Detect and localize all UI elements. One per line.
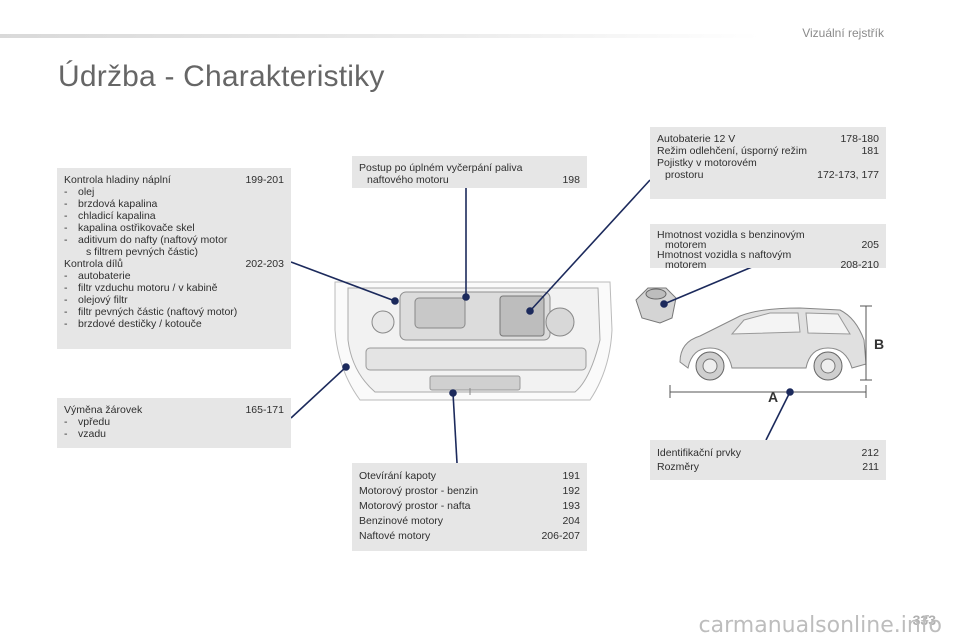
battery-row[interactable]: Autobaterie 12 V 178-180 (657, 133, 879, 145)
section-title: Vizuální rejstřík (802, 26, 884, 40)
list-item: aditivum do nafty (naftový motor (64, 234, 284, 246)
petrol-engines-row[interactable]: Benzinové motory 204 (359, 515, 580, 527)
list-item: brzdová kapalina (64, 198, 284, 210)
identification-box: Identifikační prvky 212 Rozměry 211 (650, 440, 886, 480)
levels-check-row[interactable]: Kontrola hladiny náplní 199-201 (64, 174, 284, 186)
identification-row[interactable]: Identifikační prvky 212 (657, 447, 879, 459)
list-item: brzdové destičky / kotouče (64, 318, 284, 330)
list-item: olej (64, 186, 284, 198)
car-side-illustration: A B (669, 305, 884, 405)
bulbs-row[interactable]: Výměna žárovek 165-171 (64, 404, 284, 416)
reservoir-cap-illustration (635, 287, 677, 324)
list-item: kapalina ostřikovače skel (64, 222, 284, 234)
list-item: vzadu (64, 428, 284, 440)
list-item: autobaterie (64, 270, 284, 282)
leader-lines (290, 179, 794, 464)
engine-bay-illustration (334, 281, 613, 401)
parts-check-row[interactable]: Kontrola dílů 202-203 (64, 258, 284, 270)
dimension-a-label: A (768, 389, 778, 405)
petrol-weight-line-1: Hmotnost vozidla s benzinovým (657, 229, 805, 241)
header-rule (0, 34, 760, 38)
list-item: chladicí kapalina (64, 210, 284, 222)
weights-box: Hmotnost vozidla s benzinovým motorem 20… (650, 224, 886, 271)
list-item: olejový filtr (64, 294, 284, 306)
bonnet-open-row[interactable]: Otevírání kapoty 191 (359, 470, 580, 482)
battery-box: Autobaterie 12 V 178-180 Režim odlehčení… (650, 127, 886, 199)
list-item-continuation: s filtrem pevných částic) (86, 246, 199, 258)
page-number: 333 (912, 612, 936, 628)
fuel-line-1: Postup po úplném vyčerpání paliva (359, 162, 523, 174)
petrol-bay-row[interactable]: Motorový prostor - benzin 192 (359, 485, 580, 497)
page-title: Údržba - Charakteristiky (58, 60, 385, 93)
fuel-box[interactable]: Postup po úplném vyčerpání paliva naftov… (352, 156, 587, 188)
watermark[interactable]: carmanualsonline.info (698, 613, 942, 638)
list-item: vpředu (64, 416, 284, 428)
petrol-weight-row[interactable]: motorem 205 (665, 239, 879, 251)
fuel-row: naftového motoru 198 (367, 174, 580, 186)
diesel-weight-line-1: Hmotnost vozidla s naftovým (657, 249, 792, 261)
diesel-weight-row[interactable]: motorem 208-210 (665, 259, 879, 271)
list-item: filtr vzduchu motoru / v kabině (64, 282, 284, 294)
bonnet-engines-box: Otevírání kapoty 191 Motorový prostor - … (352, 463, 587, 551)
dimension-b-label: B (874, 336, 884, 352)
fuses-line-1: Pojistky v motorovém (657, 157, 757, 169)
dimensions-row[interactable]: Rozměry 211 (657, 461, 879, 473)
energy-mode-row[interactable]: Režim odlehčení, úsporný režim 181 (657, 145, 879, 157)
list-item: filtr pevných částic (naftový motor) (64, 306, 284, 318)
diesel-bay-row[interactable]: Motorový prostor - nafta 193 (359, 500, 580, 512)
bulbs-box: Výměna žárovek 165-171 vpředu vzadu (57, 398, 291, 448)
fuses-row[interactable]: prostoru 172-173, 177 (665, 169, 879, 181)
levels-parts-box: Kontrola hladiny náplní 199-201 olej brz… (57, 168, 291, 349)
diesel-engines-row[interactable]: Naftové motory 206-207 (359, 530, 580, 542)
